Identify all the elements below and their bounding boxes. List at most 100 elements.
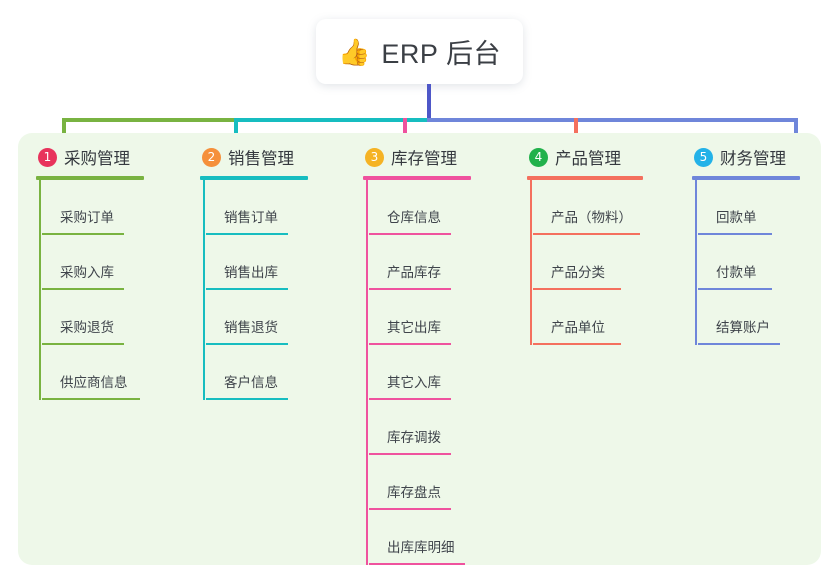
branch-item-rule [698, 233, 772, 235]
thumbs-up-icon: 👍 [338, 36, 371, 67]
branch-item-label: 采购退货 [60, 320, 114, 335]
branch-drop-1 [62, 118, 66, 140]
branch-header-rule [527, 176, 643, 180]
branch-item-rule [42, 288, 124, 290]
branch-item-label: 回款单 [716, 210, 757, 225]
branch-column-1: 1 采购管理采购订单采购入库采购退货供应商信息 [36, 144, 144, 400]
branch-item-label: 产品（物料） [551, 210, 632, 225]
branch-item-rule [369, 398, 451, 400]
branch-header-1[interactable]: 1 采购管理 [36, 144, 144, 170]
branch-item-label: 产品分类 [551, 265, 605, 280]
branch-item[interactable]: 结算账户 [695, 290, 800, 345]
branch-item[interactable]: 仓库信息 [366, 180, 471, 235]
branch-item-rule [533, 233, 640, 235]
branch-item-label: 采购入库 [60, 265, 114, 280]
branch-drop-2 [234, 118, 238, 140]
branch-item[interactable]: 库存盘点 [366, 455, 471, 510]
branch-item-label: 其它出库 [387, 320, 441, 335]
branch-spine [695, 180, 697, 345]
branch-item-label: 产品单位 [551, 320, 605, 335]
branch-item-rule [698, 343, 780, 345]
branch-header-3[interactable]: 3 库存管理 [363, 144, 471, 170]
branch-title: 采购管理 [64, 150, 130, 168]
branch-item-label: 结算账户 [716, 320, 770, 335]
branch-drop-5 [794, 118, 798, 140]
branch-item-label: 供应商信息 [60, 375, 128, 390]
branch-number-badge: 5 [694, 147, 713, 167]
root-stem-connector [427, 84, 431, 120]
branch-item-rule [369, 288, 451, 290]
branch-items: 采购订单采购入库采购退货供应商信息 [36, 180, 144, 400]
branch-item[interactable]: 其它入库 [366, 345, 471, 400]
branch-item-rule [369, 343, 451, 345]
branch-item-rule [42, 398, 140, 400]
branch-items: 销售订单销售出库销售退货客户信息 [200, 180, 308, 400]
branch-items: 产品（物料） 产品分类产品单位 [527, 180, 643, 345]
branch-item-rule [698, 288, 772, 290]
branch-header-rule [200, 176, 308, 180]
branch-number-badge: 4 [529, 147, 548, 167]
branch-header-rule [36, 176, 144, 180]
branch-item-label: 仓库信息 [387, 210, 441, 225]
branch-column-4: 4 产品管理产品（物料） 产品分类产品单位 [527, 144, 643, 345]
branch-item-rule [206, 288, 288, 290]
branch-spine [203, 180, 205, 400]
branch-item[interactable]: 采购退货 [39, 290, 144, 345]
branch-number-badge: 1 [38, 147, 57, 167]
branch-item[interactable]: 销售出库 [203, 235, 308, 290]
branch-items: 仓库信息产品库存其它出库其它入库库存调拨库存盘点出库库明细 [363, 180, 471, 565]
branch-item-rule [369, 508, 451, 510]
branch-item[interactable]: 采购入库 [39, 235, 144, 290]
branch-spine [39, 180, 41, 400]
branch-number-badge: 2 [202, 147, 221, 167]
branch-item-label: 产品库存 [387, 265, 441, 280]
branch-number-badge: 3 [365, 147, 384, 167]
branch-title: 财务管理 [720, 150, 786, 168]
branch-item[interactable]: 产品（物料） [530, 180, 643, 235]
branch-item-label: 付款单 [716, 265, 757, 280]
branch-title: 库存管理 [391, 150, 457, 168]
branch-item[interactable]: 供应商信息 [39, 345, 144, 400]
branch-item[interactable]: 客户信息 [203, 345, 308, 400]
branch-item[interactable]: 产品单位 [530, 290, 643, 345]
branch-item-label: 销售出库 [224, 265, 278, 280]
branch-item[interactable]: 销售订单 [203, 180, 308, 235]
branch-item[interactable]: 回款单 [695, 180, 800, 235]
branch-item-label: 出库库明细 [387, 540, 455, 555]
branch-header-5[interactable]: 5 财务管理 [692, 144, 800, 170]
bus-segment-2 [234, 118, 427, 122]
branch-item[interactable]: 采购订单 [39, 180, 144, 235]
branch-items: 回款单付款单结算账户 [692, 180, 800, 345]
branch-title: 销售管理 [228, 150, 294, 168]
branch-header-rule [692, 176, 800, 180]
branch-drop-4 [574, 118, 578, 140]
branch-item-label: 采购订单 [60, 210, 114, 225]
branches-panel [18, 133, 821, 565]
branch-item[interactable]: 其它出库 [366, 290, 471, 345]
branch-item[interactable]: 出库库明细 [366, 510, 471, 565]
branch-item-rule [369, 233, 451, 235]
branch-column-2: 2 销售管理销售订单销售出库销售退货客户信息 [200, 144, 308, 400]
branch-spine [530, 180, 532, 345]
branch-item[interactable]: 产品分类 [530, 235, 643, 290]
branch-item[interactable]: 销售退货 [203, 290, 308, 345]
branch-header-rule [363, 176, 471, 180]
branch-item-label: 客户信息 [224, 375, 278, 390]
branch-item-label: 销售退货 [224, 320, 278, 335]
branch-item-rule [206, 343, 288, 345]
root-node[interactable]: 👍 ERP 后台 [316, 19, 523, 84]
branch-item-rule [206, 233, 288, 235]
branch-title: 产品管理 [555, 150, 621, 168]
branch-item[interactable]: 库存调拨 [366, 400, 471, 455]
branch-item-rule [533, 288, 621, 290]
branch-drop-3 [403, 118, 407, 140]
branch-header-2[interactable]: 2 销售管理 [200, 144, 308, 170]
branch-header-4[interactable]: 4 产品管理 [527, 144, 643, 170]
branch-item-label: 其它入库 [387, 375, 441, 390]
bus-segment-1 [62, 118, 234, 122]
branch-item-label: 销售订单 [224, 210, 278, 225]
branch-item[interactable]: 产品库存 [366, 235, 471, 290]
branch-column-5: 5 财务管理回款单付款单结算账户 [692, 144, 800, 345]
branch-item[interactable]: 付款单 [695, 235, 800, 290]
